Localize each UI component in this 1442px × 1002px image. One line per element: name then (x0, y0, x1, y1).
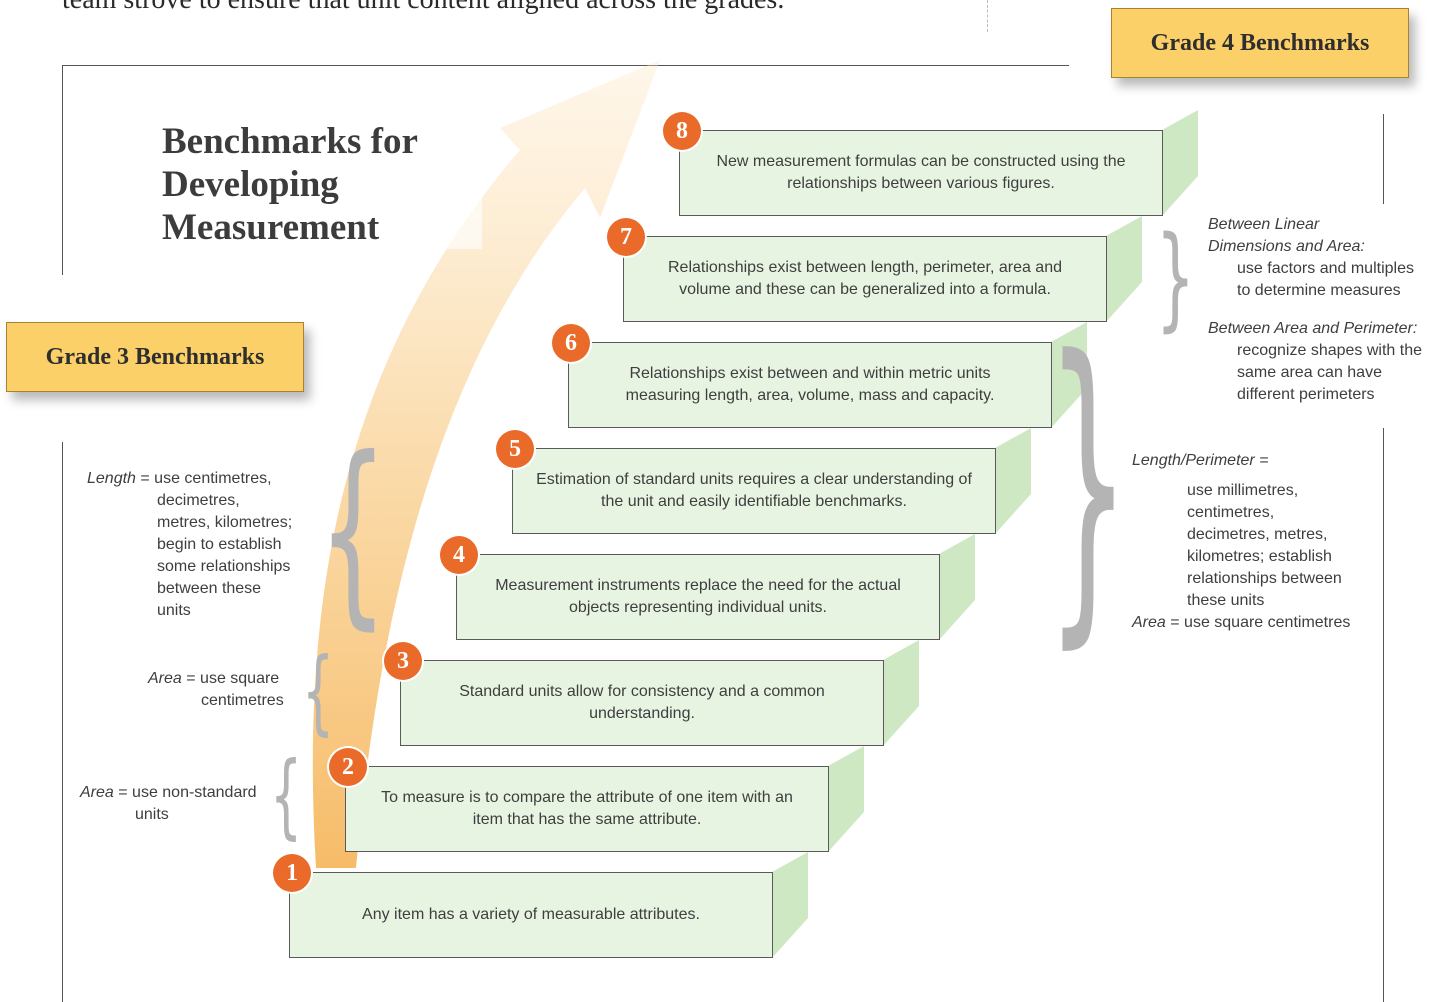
g4-length-term: Length/Perimeter = (1132, 452, 1269, 469)
g3-area-sq-eq: = use square (186, 670, 280, 687)
g4-length-line-5: relationships between (1187, 570, 1342, 587)
brace-area-sq-g3: { (302, 638, 335, 745)
g4-lin-head-2: Dimensions and Area: (1208, 238, 1365, 255)
title-line-3: Measurement (162, 207, 380, 248)
g4-length-perimeter-note: Length/Perimeter = use millimetres, cent… (1132, 450, 1372, 634)
step-3-badge: 3 (384, 642, 422, 680)
g4-area-perimeter-note: Between Area and Perimeter: recognize sh… (1208, 318, 1440, 406)
g4-lin-head-1: Between Linear (1208, 216, 1320, 233)
g3-area-ns-rest: units (135, 806, 169, 823)
g3-length-line-6: units (157, 602, 191, 619)
g4-area-term: Area (1132, 614, 1166, 631)
g3-area-ns-eq: = use non-standard (118, 784, 257, 801)
g4-length-line-6: these units (1187, 592, 1265, 609)
step-7-box: Relationships exist between length, peri… (623, 236, 1107, 322)
g4-ap-body-2: same area can have (1237, 364, 1382, 381)
step-2-box: To measure is to compare the attribute o… (345, 766, 829, 852)
g3-area-ns-term: Area (80, 784, 114, 801)
step-4-text: Measurement instruments replace the need… (495, 577, 901, 616)
intro-text: team strove to ensure that unit content … (62, 0, 962, 16)
step-2-text: To measure is to compare the attribute o… (381, 789, 793, 828)
grade3-label: Grade 3 Benchmarks (6, 322, 304, 392)
frame-left-line-upper (62, 65, 63, 275)
step-7-side (1106, 216, 1142, 322)
step-6-badge: 6 (552, 324, 590, 362)
frame-right-line-lower (1383, 428, 1384, 1002)
g3-length-line-4: some relationships (157, 558, 291, 575)
g4-length-line-2: centimetres, (1187, 504, 1275, 521)
g4-length-line-1: use millimetres, (1187, 482, 1299, 499)
g3-length-line-1: decimetres, (157, 492, 240, 509)
step-3-text: Standard units allow for consistency and… (459, 683, 825, 722)
column-divider (987, 0, 988, 32)
step-5-box: Estimation of standard units requires a … (512, 448, 996, 534)
step-8-box: New measurement formulas can be construc… (679, 130, 1163, 216)
g3-area-sq-rest: centimetres (201, 692, 284, 709)
step-8-badge: 8 (663, 112, 701, 150)
step-7-badge: 7 (607, 218, 645, 256)
g3-length-line-3: begin to establish (157, 536, 282, 553)
step-8-side (1162, 110, 1198, 216)
step-6-box: Relationships exist between and within m… (568, 342, 1052, 428)
g4-area-eq: = use square centimetres (1170, 614, 1351, 631)
step-8-text: New measurement formulas can be construc… (716, 153, 1126, 192)
g4-ap-body-3: different perimeters (1237, 386, 1375, 403)
step-7-text: Relationships exist between length, peri… (667, 259, 1062, 298)
step-5-badge: 5 (496, 430, 534, 468)
step-4-box: Measurement instruments replace the need… (456, 554, 940, 640)
step-2-side (828, 746, 864, 852)
g4-lin-body-2: to determine measures (1237, 282, 1401, 299)
step-5-side (995, 428, 1031, 534)
diagram-title: Benchmarks for Developing Measurement (162, 120, 482, 249)
step-4-badge: 4 (440, 536, 478, 574)
step-1-box: Any item has a variety of measurable att… (289, 872, 773, 958)
g3-area-nonstandard-note: Area = use non-standard units (80, 782, 280, 826)
g3-length-eq: = use centimetres, (140, 470, 272, 487)
g3-area-sq-term: Area (148, 670, 182, 687)
g3-length-line-5: between these (157, 580, 262, 597)
g4-ap-head: Between Area and Perimeter: (1208, 320, 1418, 337)
step-2-badge: 2 (329, 748, 367, 786)
step-1-badge: 1 (273, 854, 311, 892)
g4-lin-body-1: use factors and multiples (1237, 260, 1414, 277)
step-1-side (772, 852, 808, 958)
g4-linear-area-note: Between Linear Dimensions and Area: use … (1208, 214, 1440, 302)
g3-length-term: Length (87, 470, 136, 487)
title-line-1: Benchmarks for (162, 121, 418, 162)
g3-length-line-2: metres, kilometres; (157, 514, 293, 531)
step-4-side (939, 534, 975, 640)
grade4-label: Grade 4 Benchmarks (1111, 8, 1409, 78)
frame-right-line-upper (1383, 114, 1384, 204)
brace-length-g3: { (318, 415, 388, 648)
brace-g4-upper: { (1155, 213, 1195, 343)
frame-left-line-lower (62, 442, 63, 1002)
step-5-text: Estimation of standard units requires a … (536, 471, 972, 510)
g4-length-line-3: decimetres, metres, (1187, 526, 1328, 543)
frame-top-line (62, 65, 1069, 66)
g3-length-note: Length = use centimetres, decimetres, me… (87, 468, 327, 622)
step-6-side (1051, 322, 1087, 428)
step-1-text: Any item has a variety of measurable att… (362, 906, 700, 923)
step-6-text: Relationships exist between and within m… (625, 365, 995, 404)
brace-area-ns-g3: { (270, 742, 303, 849)
brace-g4-lower: { (1046, 291, 1130, 675)
g4-length-line-4: kilometres; establish (1187, 548, 1332, 565)
step-3-box: Standard units allow for consistency and… (400, 660, 884, 746)
step-3-side (883, 640, 919, 746)
g3-area-square-note: Area = use square centimetres (148, 668, 318, 712)
title-line-2: Developing (162, 164, 339, 205)
g4-ap-body-1: recognize shapes with the (1237, 342, 1422, 359)
